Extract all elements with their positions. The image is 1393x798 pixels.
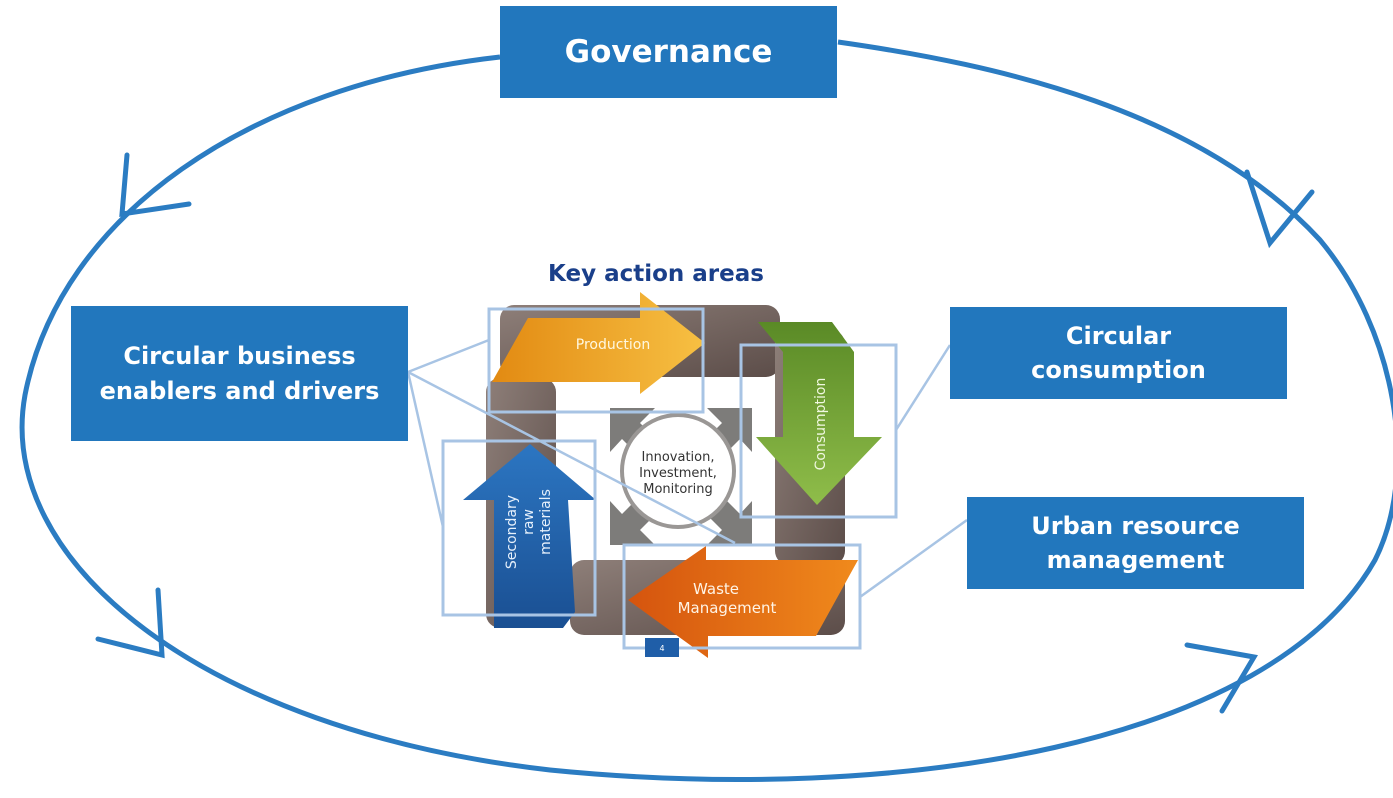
secondary-frame: [441, 439, 597, 617]
secondary-label-line1: Secondary: [504, 495, 520, 569]
connector-enablers-secondary: [406, 371, 445, 528]
connector-enablers-production: [407, 338, 490, 374]
diagram-title: Key action areas: [548, 261, 764, 287]
urban-resource-management-box: Urban resource management: [967, 497, 1304, 589]
production-frame: [487, 307, 705, 414]
center-label-line1: Innovation,: [642, 450, 715, 465]
circular-business-enablers-box: Circular business enablers and drivers: [71, 306, 408, 441]
secondary-label-line2: raw: [521, 509, 537, 535]
cycle-arrowhead-icon: [1244, 169, 1315, 249]
center-label-line3: Monitoring: [643, 482, 713, 497]
center-label-line2: Investment,: [639, 466, 717, 481]
consumption-arrow: [756, 322, 882, 505]
connector-enablers-waste: [407, 370, 736, 545]
circular-consumption-label: Circular consumption: [1031, 321, 1206, 384]
consumption-frame: [739, 343, 898, 519]
consumption-label: Consumption: [813, 378, 829, 471]
connector-urban: [859, 518, 968, 599]
governance-box: Governance: [500, 6, 837, 98]
waste-management-arrow: [628, 546, 858, 658]
page-number: 4: [659, 644, 664, 653]
waste-label-line2: Management: [678, 599, 777, 617]
cycle-arrowhead-icon: [95, 587, 165, 659]
secondary-raw-materials-arrow: [463, 444, 596, 628]
production-arrow: [492, 292, 705, 394]
circular-business-enablers-label: Circular business enablers and drivers: [99, 342, 380, 405]
urban-resource-management-label: Urban resource management: [1031, 511, 1240, 574]
governance-label: Governance: [564, 33, 773, 70]
page-number-tab: [645, 638, 679, 657]
cycle-arrowhead-icon: [119, 152, 192, 217]
outer-cycle-ellipse: [19, 39, 1393, 782]
circular-consumption-box: Circular consumption: [950, 307, 1287, 399]
cycle-arrowhead-icon: [1184, 642, 1258, 714]
connector-consumption: [894, 344, 952, 431]
secondary-label-line3: materials: [538, 489, 554, 555]
waste-label-line1: Waste: [693, 580, 739, 598]
production-label: Production: [576, 337, 650, 353]
